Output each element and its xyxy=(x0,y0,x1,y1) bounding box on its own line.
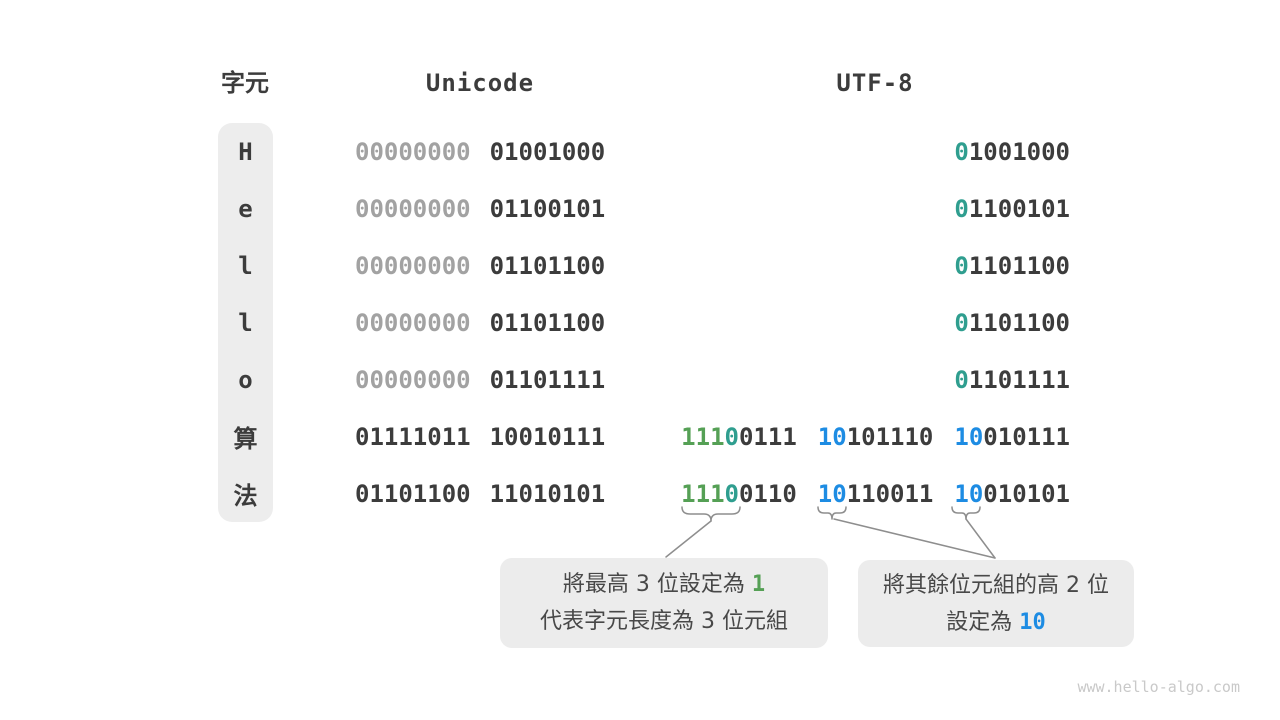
utf8-bits: 01100101 xyxy=(954,195,1070,223)
character-cell: e xyxy=(238,194,253,223)
callout-continuation-bits: 將其餘位元組的高 2 位 設定為 10 xyxy=(858,560,1134,647)
utf8-payload-bits: 101110 xyxy=(846,422,934,451)
unicode-bits: 01101100 11010101 xyxy=(355,480,605,508)
unicode-bits: 00000000 01100101 xyxy=(355,195,605,223)
column-header-char: 字元 xyxy=(221,69,269,97)
callout-text-line: 設定為 10 xyxy=(946,604,1046,641)
character-cell: H xyxy=(238,137,253,166)
unicode-bits: 00000000 01101100 xyxy=(355,252,605,280)
callout-text: 將其餘位元組的高 2 位 xyxy=(883,572,1109,598)
unicode-bits: 00000000 01101111 xyxy=(355,366,605,394)
utf8-prefix-bit: 0 xyxy=(954,308,969,337)
utf8-payload-bits: 1100101 xyxy=(968,194,1070,223)
utf8-prefix-bit: 0 xyxy=(954,137,969,166)
callout-text-line: 代表字元長度為 3 位元組 xyxy=(540,603,788,640)
utf8-prefix-bit: 0 xyxy=(954,365,969,394)
column-header-unicode: Unicode xyxy=(425,69,535,97)
utf8-payload-bits: 010111 xyxy=(983,422,1070,451)
callout-text-line: 將最高 3 位設定為 1 xyxy=(563,566,765,603)
unicode-high-byte: 01101100 xyxy=(355,479,471,508)
utf8-bits: 01001000 xyxy=(954,138,1070,166)
utf8-continuation-prefix: 10 xyxy=(817,422,847,451)
character-cell: l xyxy=(238,251,253,280)
unicode-bits: 00000000 01101100 xyxy=(355,309,605,337)
utf8-continuation-prefix: 10 xyxy=(954,479,984,508)
utf8-payload-bits: 1101111 xyxy=(968,365,1070,394)
unicode-high-byte: 01111011 xyxy=(355,422,471,451)
connector-line xyxy=(833,518,996,559)
utf8-prefix-terminator: 0 xyxy=(724,479,739,508)
unicode-low-byte: 10010111 xyxy=(489,422,606,451)
highlight-bit-blue: 10 xyxy=(1019,609,1046,635)
unicode-high-byte: 00000000 xyxy=(355,194,471,223)
unicode-high-byte: 00000000 xyxy=(355,308,471,337)
utf8-continuation-prefix: 10 xyxy=(954,422,984,451)
watermark: www.hello-algo.com xyxy=(1077,678,1240,696)
unicode-bits: 01111011 10010111 xyxy=(355,423,605,451)
highlight-bit-green: 1 xyxy=(751,572,766,597)
utf8-prefix-terminator: 0 xyxy=(724,422,739,451)
utf8-payload-bits: 0110 xyxy=(738,479,797,508)
unicode-low-byte: 11010101 xyxy=(489,479,606,508)
utf8-bits: 01101111 xyxy=(954,366,1070,394)
utf8-bits: 01101100 xyxy=(954,252,1070,280)
callout-text: 將最高 3 位設定為 xyxy=(562,572,752,597)
unicode-low-byte: 01100101 xyxy=(489,194,606,223)
utf8-payload-bits: 010101 xyxy=(983,479,1070,508)
utf8-payload-bits: 1101100 xyxy=(968,251,1070,280)
utf8-length-prefix: 111 xyxy=(681,479,725,508)
utf8-payload-bits: 110011 xyxy=(846,479,934,508)
character-cell: 算 xyxy=(233,425,258,453)
utf8-length-prefix: 111 xyxy=(681,422,725,451)
utf8-payload-bits: 0111 xyxy=(738,422,797,451)
unicode-high-byte: 00000000 xyxy=(355,251,471,280)
character-cell: o xyxy=(238,365,253,394)
unicode-low-byte: 01101100 xyxy=(489,251,606,280)
connector-line xyxy=(965,518,996,559)
callout-text: 設定為 xyxy=(946,609,1020,635)
unicode-high-byte: 00000000 xyxy=(355,137,471,166)
utf8-prefix-bit: 0 xyxy=(954,194,969,223)
unicode-high-byte: 00000000 xyxy=(355,365,471,394)
utf8-payload-bits: 1001000 xyxy=(968,137,1070,166)
connector-line xyxy=(665,520,712,558)
unicode-bits: 00000000 01001000 xyxy=(355,138,605,166)
utf8-prefix-bit: 0 xyxy=(954,251,969,280)
unicode-low-byte: 01101100 xyxy=(489,308,606,337)
utf8-continuation-prefix: 10 xyxy=(817,479,847,508)
utf8-payload-bits: 1101100 xyxy=(968,308,1070,337)
unicode-low-byte: 01101111 xyxy=(489,365,606,394)
character-cell: l xyxy=(238,308,253,337)
callout-length-prefix: 將最高 3 位設定為 1 代表字元長度為 3 位元組 xyxy=(500,558,828,648)
callout-text: 代表字元長度為 3 位元組 xyxy=(540,609,788,634)
unicode-low-byte: 01001000 xyxy=(489,137,606,166)
utf8-bits: 01101100 xyxy=(954,309,1070,337)
character-column: H e l l o 算 法 xyxy=(218,123,273,522)
column-header-utf8: UTF-8 xyxy=(836,69,914,97)
character-cell: 法 xyxy=(233,482,258,510)
callout-text-line: 將其餘位元組的高 2 位 xyxy=(883,567,1109,604)
